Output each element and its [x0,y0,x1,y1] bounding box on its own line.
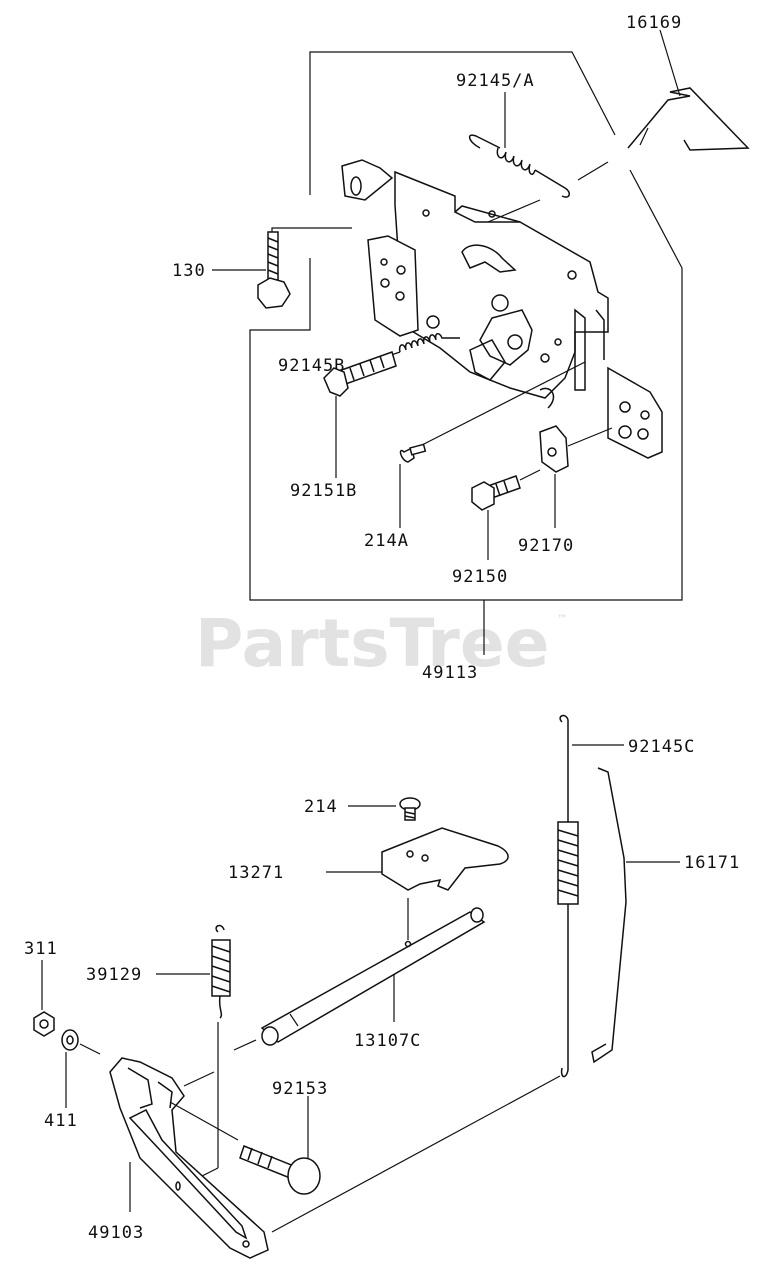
bolt-130 [257,231,291,309]
watermark-trademark: ™ [557,614,567,625]
label-311: 311 [24,939,58,959]
nut-311 [33,1011,55,1037]
label-49103: 49103 [88,1223,144,1243]
label-13271: 13271 [228,863,284,883]
label-214a: 214A [364,531,409,551]
label-92151b: 92151B [290,481,357,501]
label-13107c: 13107C [354,1031,421,1051]
shaft-13107c [260,907,486,1046]
label-130: 130 [172,261,206,281]
bolt-92150 [471,475,521,511]
control-bracket-plate [394,170,609,399]
label-92150: 92150 [452,567,508,587]
bracket-top-hook [341,159,394,201]
spring-39129 [211,924,231,1019]
spring-92145c [557,714,579,1078]
screw-214a [399,443,427,463]
label-214: 214 [304,797,338,817]
label-16169: 16169 [626,13,682,33]
control-panel-assembly [249,51,683,601]
label-92153: 92153 [272,1079,328,1099]
label-92170: 92170 [518,536,574,556]
clamp-92170 [539,425,569,473]
label-92145c: 92145C [628,737,695,757]
bracket-left-tab [367,235,419,337]
rod-16171 [591,767,627,1064]
pin-92153 [239,1145,321,1195]
label-16171: 16171 [684,853,740,873]
bracket-side-flange [607,366,663,459]
label-39129: 39129 [86,965,142,985]
label-92145b: 92145B [278,356,345,376]
watermark-text: PartsTree [195,605,549,682]
spring-92145a [468,134,570,198]
plate-13271 [381,827,509,891]
screw-214 [399,797,421,821]
washer-411 [61,1029,79,1051]
spring-92145b [398,333,460,353]
label-92145a: 92145/A [456,71,535,91]
lever-49103 [109,1057,269,1259]
bolt-92151b [323,351,397,397]
wire-clip-16169 [627,87,750,151]
label-411: 411 [44,1111,78,1131]
label-49113: 49113 [422,663,478,683]
